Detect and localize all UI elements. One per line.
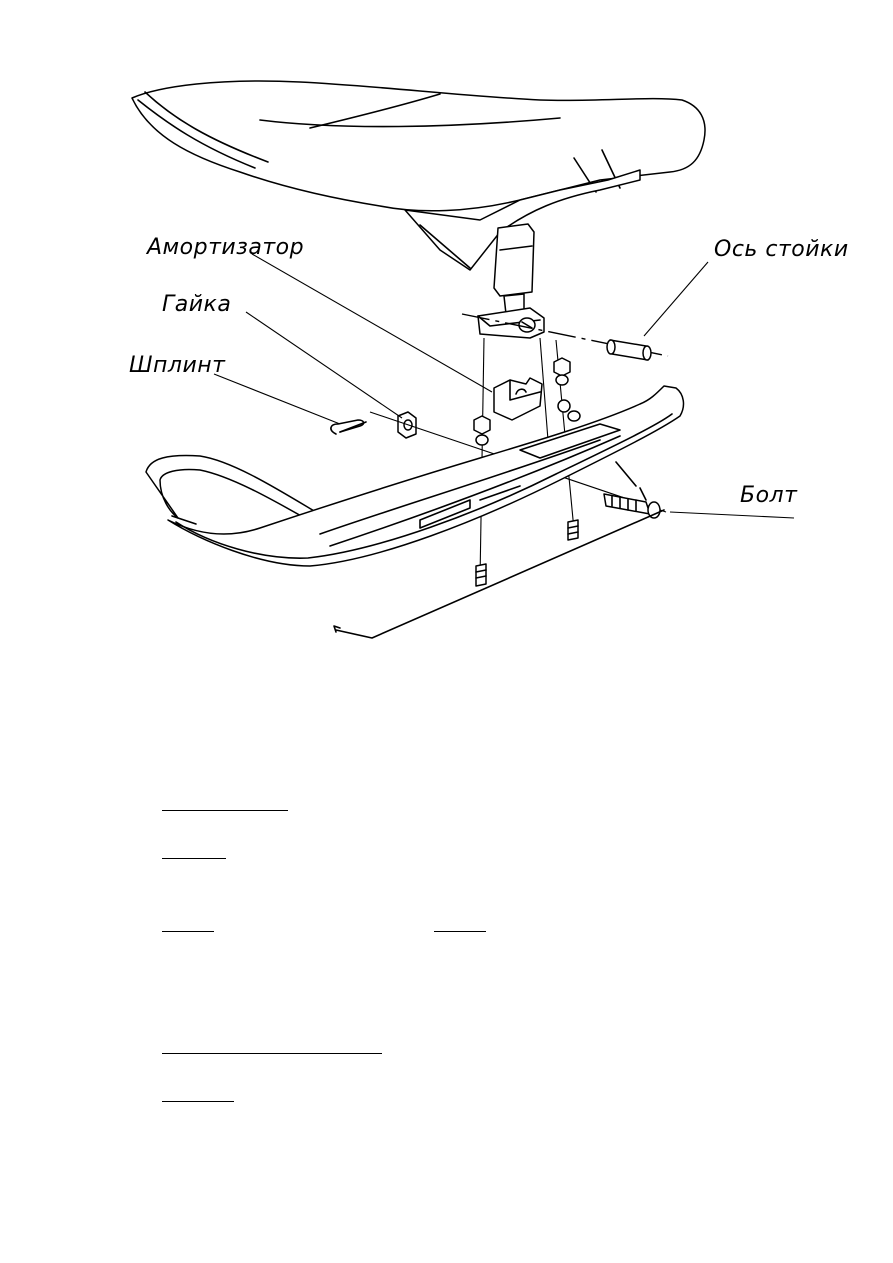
shock-absorber-part bbox=[493, 377, 543, 421]
label-cotter-pin: Шплинт bbox=[129, 353, 226, 378]
nuts-and-washers bbox=[473, 357, 581, 446]
answer-blank-5[interactable] bbox=[162, 1053, 382, 1054]
cotter-pin-part bbox=[330, 419, 367, 435]
answer-blank-1[interactable] bbox=[162, 810, 288, 811]
snowmobile-ski-assembly-diagram: Амортизатор Гайка Шплинт Ось стойки Болт bbox=[129, 80, 849, 639]
leader-lines bbox=[213, 253, 795, 519]
answer-blank-6[interactable] bbox=[162, 1101, 234, 1102]
bolt-part bbox=[603, 487, 661, 519]
ski bbox=[145, 385, 685, 567]
strut-axle-part bbox=[461, 313, 669, 361]
answer-blank-3[interactable] bbox=[162, 931, 214, 932]
answer-blank-4[interactable] bbox=[434, 931, 486, 932]
seat bbox=[131, 80, 706, 271]
label-strut-axle: Ось стойки bbox=[714, 237, 849, 262]
answer-blank-2[interactable] bbox=[162, 858, 226, 859]
label-shock-absorber: Амортизатор bbox=[145, 235, 304, 260]
label-bolt: Болт bbox=[740, 483, 798, 508]
runner bbox=[333, 509, 665, 639]
label-nut: Гайка bbox=[162, 292, 231, 317]
